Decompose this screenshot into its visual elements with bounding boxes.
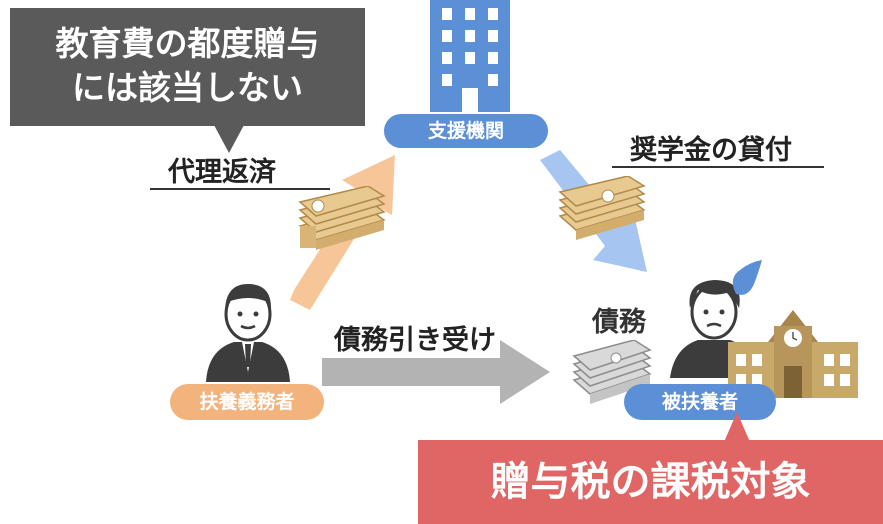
debt-assumption-arrow — [322, 340, 550, 404]
building-icon — [430, 0, 510, 112]
money-stack-icon — [298, 186, 386, 250]
scholarship-loan-label: 奨学金の貸付 — [630, 135, 792, 166]
support-org-pill: 支援機関 — [384, 114, 548, 148]
gift-tax-result-box: 贈与税の課税対象 — [418, 440, 883, 524]
proxy-payment-label: 代理返済 — [168, 157, 276, 188]
supporter-person-icon — [206, 284, 290, 382]
result-tail — [724, 412, 750, 442]
callout-box: 教育費の都度贈与 には該当しない — [10, 8, 365, 126]
dependent-pill: 被扶養者 — [624, 384, 776, 420]
debt-label: 債務 — [592, 307, 646, 338]
debt-money-icon — [572, 340, 652, 404]
callout-tail — [214, 125, 244, 153]
callout-line-1: 教育費の都度贈与 — [55, 24, 320, 63]
supporter-pill: 扶養義務者 — [170, 384, 324, 420]
sweat-drop-icon — [732, 260, 762, 295]
callout-line-2: には該当しない — [72, 68, 303, 107]
debt-assumption-label: 債務引き受け — [334, 325, 496, 356]
scholarship-loan-underline — [612, 166, 824, 168]
proxy-payment-underline — [150, 188, 330, 190]
money-stack-icon — [558, 176, 646, 240]
